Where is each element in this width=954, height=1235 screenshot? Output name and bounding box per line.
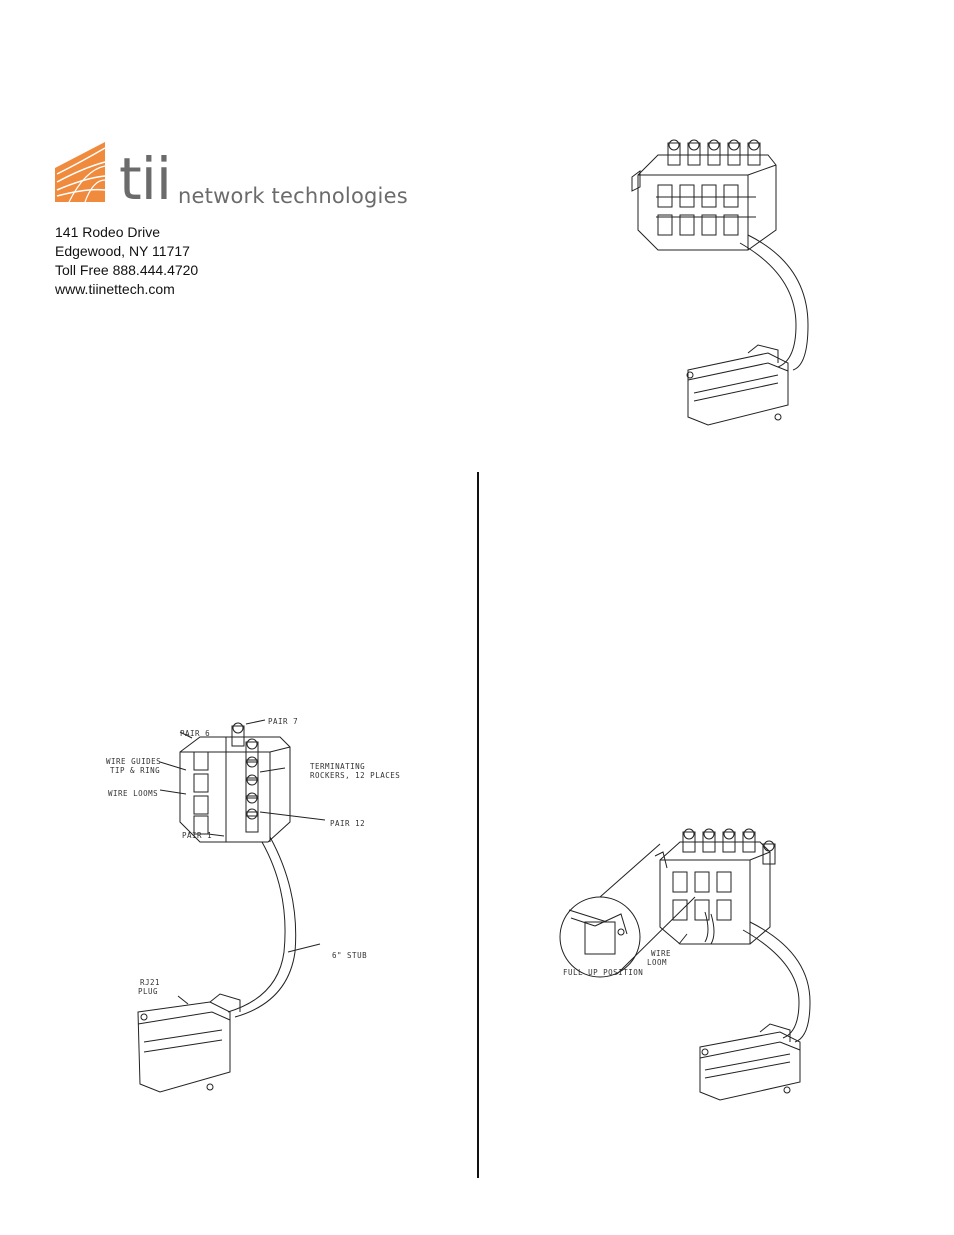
address-website: www.tiinettech.com — [55, 281, 175, 297]
label-wire: WIRE — [651, 949, 671, 958]
label-pair-6: PAIR 6 — [180, 729, 210, 738]
label-pair-7: PAIR 7 — [268, 717, 298, 726]
label-tip-ring: TIP & RING — [110, 766, 160, 775]
label-rockers: ROCKERS, 12 PLACES — [310, 771, 400, 780]
label-full-up-position: FULL UP POSITION — [563, 968, 643, 977]
brand-name: tii — [119, 145, 172, 213]
brand-subtitle: network technologies — [178, 184, 408, 208]
label-pair-1: PAIR 1 — [182, 831, 212, 840]
logo-mark-icon — [55, 142, 106, 203]
label-loom: LOOM — [647, 958, 667, 967]
label-wire-looms: WIRE LOOMS — [108, 789, 158, 798]
connector-drawing-top — [631, 139, 809, 426]
address-phone: Toll Free 888.444.4720 — [55, 262, 199, 278]
label-wire-guides: WIRE GUIDES — [106, 757, 161, 766]
label-plug: PLUG — [138, 987, 158, 996]
address-city: Edgewood, NY 11717 — [55, 243, 190, 259]
label-terminating: TERMINATING — [310, 762, 365, 771]
labeled-connector-diagram: PAIR 7 PAIR 6 WIRE GUIDES TIP & RING TER… — [106, 717, 400, 1093]
address-street: 141 Rodeo Drive — [55, 224, 161, 240]
column-divider — [477, 472, 479, 1178]
connector-drawing-inset: WIRE LOOM FULL UP POSITION — [559, 828, 811, 1101]
label-stub: 6" STUB — [332, 951, 367, 960]
label-pair-12: PAIR 12 — [330, 819, 365, 828]
company-address: 141 Rodeo Drive Edgewood, NY 11717 Toll … — [55, 223, 198, 299]
label-rj21: RJ21 — [140, 978, 160, 987]
company-logo — [55, 142, 106, 203]
